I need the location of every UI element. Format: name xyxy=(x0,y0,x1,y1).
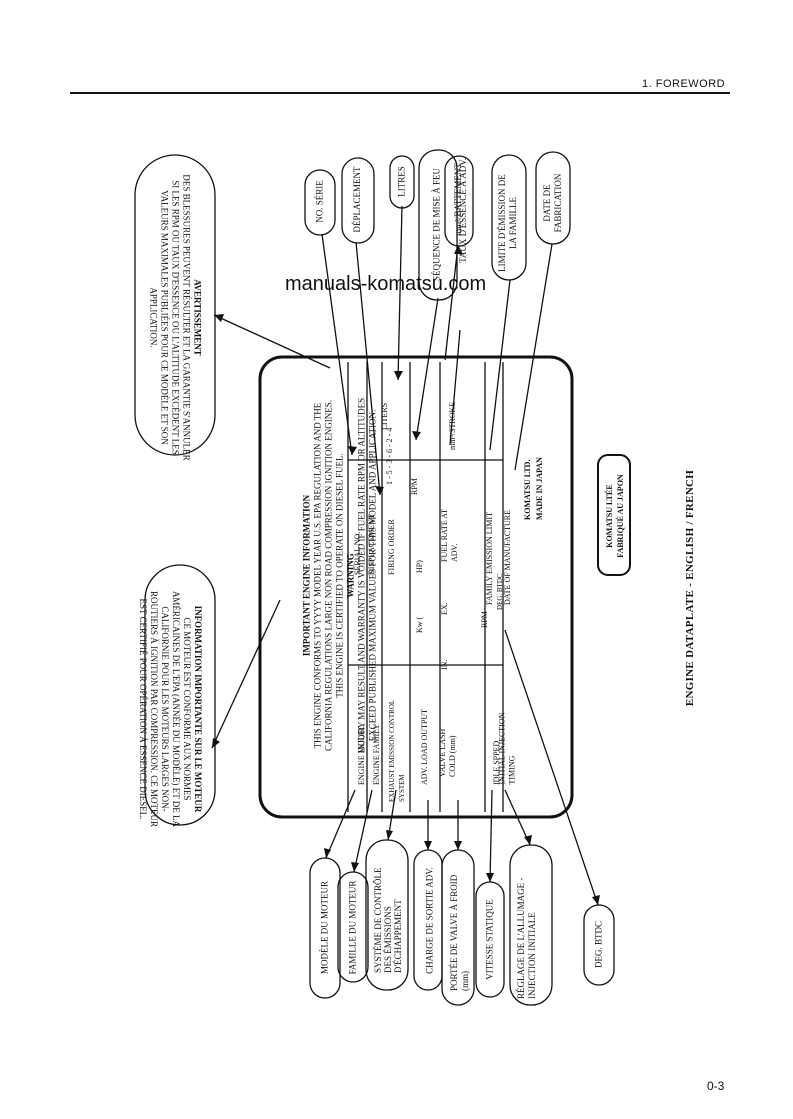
leader-line xyxy=(353,789,373,873)
information-text: CE MOTEUR EST CONFORME AUX NORMES AMÉRIC… xyxy=(138,590,192,828)
plate-row-serial-no: SERIAL NO. xyxy=(353,531,362,575)
callout-bubble xyxy=(509,844,553,1006)
label-no-serie: NO. SÉRIE xyxy=(314,180,325,223)
label-litres: LITRES xyxy=(396,166,407,197)
label-deplacement: DÉPLACEMENT xyxy=(352,166,362,233)
leader-line xyxy=(449,329,461,446)
plate-row-engine-model: ENGINE MODEL xyxy=(357,724,366,785)
plate-text: THIS ENGINE CONFORMS TO YYYY MODEL YEAR … xyxy=(312,400,345,751)
leader-line xyxy=(355,241,381,496)
leader-line xyxy=(504,789,531,846)
plate-row-exhaust-emission: EXHAUST EMISSION CONTROL SYSTEM xyxy=(388,700,406,802)
plate-title: IMPORTANT ENGINE INFORMATION xyxy=(301,494,312,657)
label-taux-essence: TAUX D'ESSENCE À ADV. xyxy=(458,158,468,263)
callout-bubble xyxy=(535,151,571,245)
leader-line xyxy=(415,297,439,441)
plate-in: IN. xyxy=(440,659,449,670)
avertissement-title: AVERTISSEMENT xyxy=(192,279,203,356)
avertissement-block: AVERTISSEMENT DES BLESSURES PEUVENT RÉSU… xyxy=(148,173,203,463)
label-charge-sortie: CHARGE DE SORTIE ADV. xyxy=(424,867,435,974)
plate-frame xyxy=(258,355,574,819)
page-number: 0-3 xyxy=(707,1079,725,1093)
figure-caption: ENGINE DATAPLATE - ENGLISH / FRENCH xyxy=(684,469,696,707)
callout-bubble xyxy=(341,157,375,244)
label-date-fabrication: DATE DE FABRICATION xyxy=(542,173,563,233)
plate-row-fuel-rate: FUEL RATE AT ADV. xyxy=(440,509,459,562)
callout-bubble xyxy=(583,904,615,986)
leader-line xyxy=(211,599,281,749)
komatsu-fr-box: KOMATSU LTÉE FABRIQUÉ AU JAPON xyxy=(604,461,626,571)
plate-ex: EX. xyxy=(440,602,449,615)
plate-hp: HP) xyxy=(415,560,424,573)
label-sequence-mise-a-feu: SÉQUENCE DE MISE À FEU xyxy=(431,168,442,282)
plate-row-firing-order: FIRING ORDER xyxy=(387,519,396,575)
callout-bubble xyxy=(444,155,474,247)
callout-bubble xyxy=(304,169,336,236)
leader-line xyxy=(504,629,599,906)
leader-line xyxy=(325,789,356,859)
callout-bubble xyxy=(365,839,409,991)
komatsu-fr-line1: KOMATSU LTÉE xyxy=(605,484,614,548)
plate-rpm-idle: RPM xyxy=(480,611,489,628)
label-limite-emission: LIMITE D'ÉMISSION DE LA FAMILLE xyxy=(497,174,518,272)
label-deg-btdc: DEG. BTDC xyxy=(593,921,604,968)
label-reglage-allumage: RÉGLAGE DE L'ALLUMAGE - INJECTION INITIA… xyxy=(516,877,537,999)
plate-row-adv-load-output: ADV. LOAD OUTPUT xyxy=(420,708,429,785)
leader-line xyxy=(397,205,403,381)
plate-deg-btdc: DEG. BTDC xyxy=(496,573,504,610)
leader-line xyxy=(489,789,493,883)
warning-title: WARNING xyxy=(345,553,356,598)
callout-bubble xyxy=(337,871,369,983)
leader-line xyxy=(489,279,511,451)
section-title: 1. FOREWORD xyxy=(642,78,726,90)
plate-row-family-emission: FAMILY EMISSION LIMIT xyxy=(485,512,494,605)
plate-stroke: mm³/STROKE xyxy=(448,401,457,450)
plate-made-in: MADE IN JAPAN xyxy=(535,457,544,520)
leader-line xyxy=(444,244,459,361)
information-block: INFORMATION IMPORTANTE SUR LE MOTEUR CE … xyxy=(137,589,203,829)
callout-bubble xyxy=(597,454,631,576)
callout-bubble xyxy=(144,564,216,826)
leader-line xyxy=(213,314,331,369)
plate-row-initial-injection: INITIAL INJECTION TIMING xyxy=(497,712,517,785)
label-systeme-controle: SYSTÈME DE CONTRÔLE DES ÉMISSIONS D'ÉCHA… xyxy=(373,867,403,974)
information-title: INFORMATION IMPORTANTE SUR LE MOTEUR xyxy=(193,605,203,813)
plate-row-engine-family: ENGINE FAMILY xyxy=(372,723,381,785)
plate-maker: KOMATSU LTD. xyxy=(523,459,532,520)
label-vitesse-statique: VITESSE STATIQUE xyxy=(484,899,495,980)
plate-rpm: RPM xyxy=(410,478,419,495)
leader-line xyxy=(514,243,553,471)
plate-row-valve-lash: VALVE LASH COLD (mm) xyxy=(438,728,457,777)
plate-firing-sequence: 1 - 5 - 3 - 6 - 2 - 4 xyxy=(385,427,394,485)
label-famille-moteur: FAMILLE DU MOTEUR xyxy=(347,880,358,975)
callout-bubble xyxy=(491,154,527,281)
leader-line xyxy=(321,233,353,456)
label-portee-valve: PORTÉE DE VALVE À FROID (mm) xyxy=(449,874,470,991)
callout-bubble xyxy=(309,857,341,999)
watermark: manuals-komatsu.com xyxy=(285,273,487,295)
label-modele-moteur: MODÈLE DU MOTEUR xyxy=(319,881,330,974)
plate-row-displacement: DISPLACEMENT xyxy=(367,514,376,575)
komatsu-fr-line2: FABRIQUÉ AU JAPON xyxy=(616,474,625,558)
avertissement-text: DES BLESSURES PEUVENT RÉSULTER ET LA GAR… xyxy=(148,174,192,461)
callout-bubble xyxy=(134,154,216,456)
header-rule xyxy=(70,92,730,94)
plate-kw: Kw ( xyxy=(415,616,424,633)
